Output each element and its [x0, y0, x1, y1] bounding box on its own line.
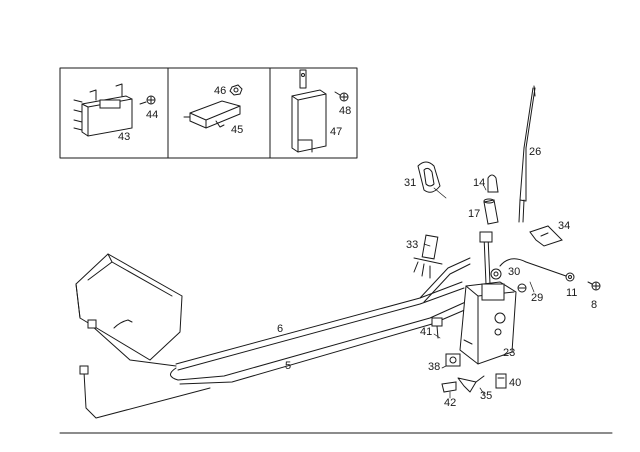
screw-48 — [334, 91, 349, 102]
wire-loop — [79, 319, 211, 419]
callout-31: 31 — [404, 177, 416, 189]
callout-23: 23 — [503, 347, 515, 359]
callout-40: 40 — [509, 377, 521, 389]
cable-tube — [170, 257, 475, 385]
callout-43: 43 — [118, 131, 130, 143]
callout-46: 46 — [214, 85, 226, 97]
callout-41: 41 — [420, 326, 432, 338]
screw-8 — [587, 281, 601, 291]
nut-46 — [229, 84, 243, 96]
speaker-housing — [75, 253, 183, 361]
screw-41 — [431, 317, 443, 339]
callout-8: 8 — [591, 299, 597, 311]
bracket-35 — [457, 375, 485, 393]
callout-11: 11 — [566, 287, 577, 299]
cap-14 — [487, 174, 499, 193]
callout-6: 6 — [277, 323, 283, 335]
motor-housing-23 — [459, 231, 517, 365]
grommet-31 — [417, 161, 441, 193]
screw-44 — [139, 95, 156, 105]
callout-26: 26 — [529, 146, 541, 158]
callout-34: 34 — [558, 220, 570, 232]
screw-29 — [517, 283, 527, 293]
bracket-module-47 — [291, 69, 327, 153]
callout-44: 44 — [146, 109, 158, 121]
callout-17: 17 — [468, 208, 480, 220]
callout-30: 30 — [508, 266, 520, 278]
callout-29: 29 — [531, 292, 543, 304]
callout-33: 33 — [406, 239, 418, 251]
fitting-38 — [445, 353, 461, 367]
inset-frame — [59, 67, 358, 159]
cable-30 — [499, 258, 575, 282]
antenna-mast-26 — [518, 85, 536, 223]
plate-34 — [529, 225, 563, 247]
callout-labels: 43 44 46 45 48 47 26 31 14 17 34 33 30 1… — [118, 85, 597, 409]
control-unit-43 — [73, 83, 133, 137]
callout-42: 42 — [444, 397, 456, 409]
module-45 — [183, 100, 241, 129]
sleeve-17 — [483, 198, 499, 225]
callout-47: 47 — [330, 126, 342, 138]
callout-45: 45 — [231, 124, 243, 136]
callout-14: 14 — [473, 177, 485, 189]
callout-35: 35 — [480, 390, 492, 402]
gear — [490, 268, 502, 280]
connector-33 — [413, 234, 443, 279]
callout-48: 48 — [339, 105, 351, 117]
clip-40 — [495, 373, 507, 389]
callout-5: 5 — [285, 360, 291, 372]
callout-38: 38 — [428, 361, 440, 373]
clip-42 — [441, 381, 457, 393]
leader-lines — [423, 185, 535, 399]
